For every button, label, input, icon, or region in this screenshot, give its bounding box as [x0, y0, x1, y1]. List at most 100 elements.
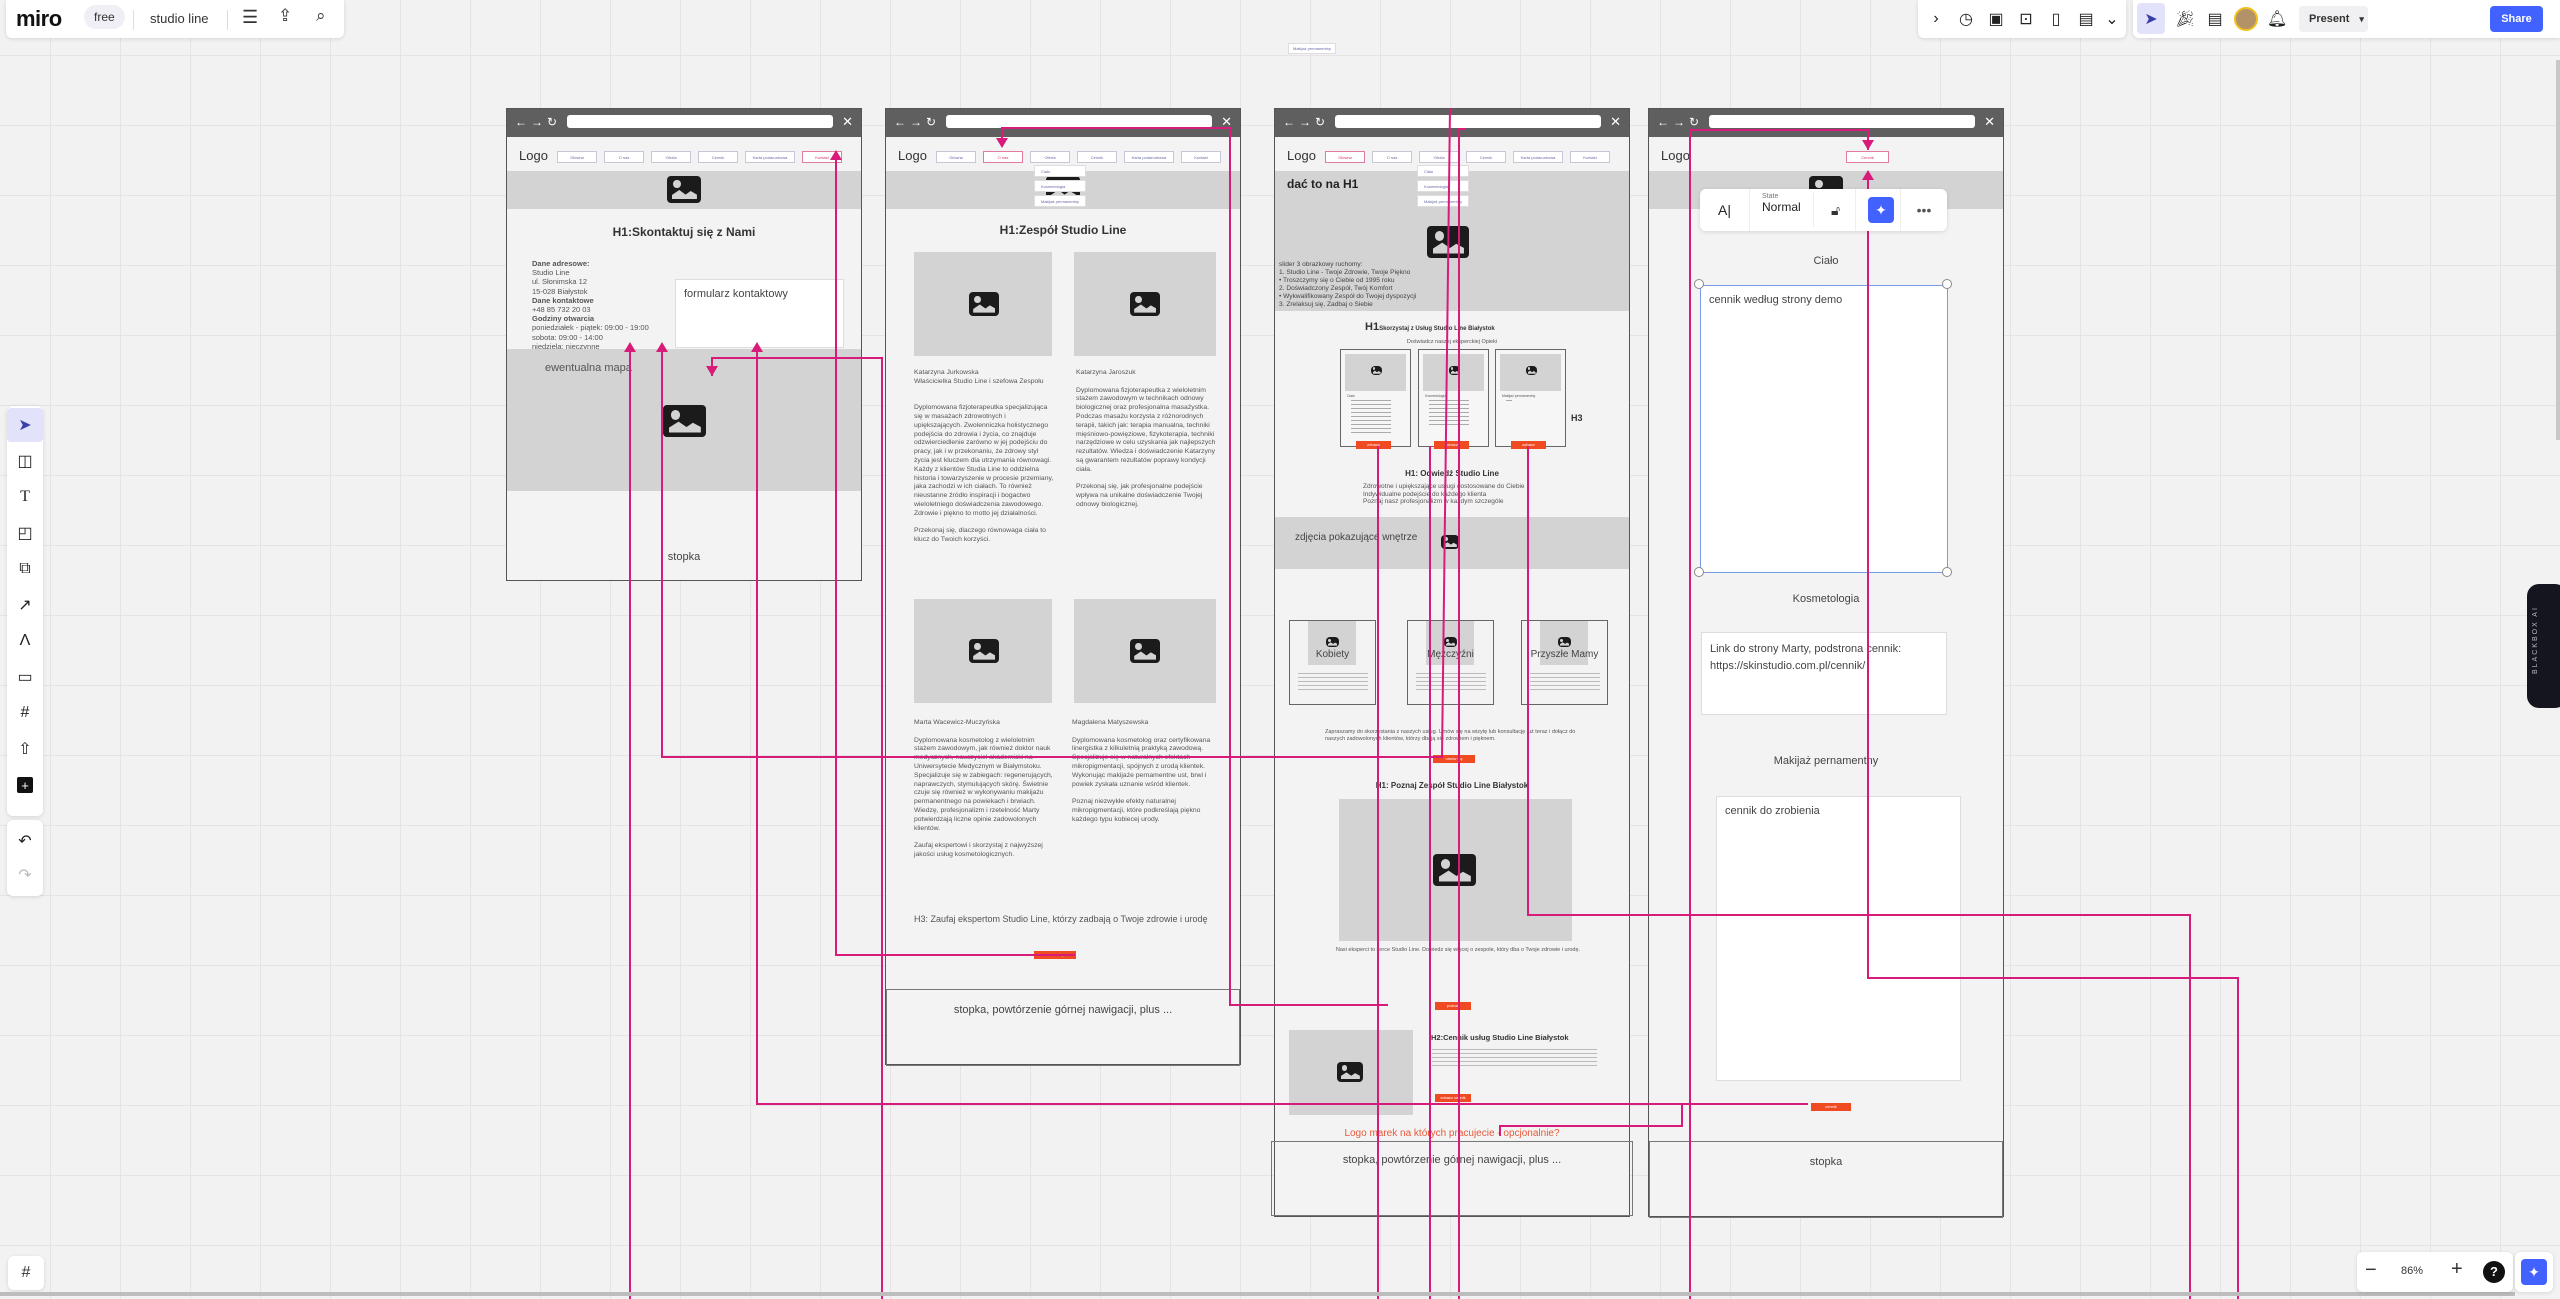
cursor-tool-icon[interactable]: ➤ — [2137, 3, 2165, 34]
chevron-down-icon[interactable]: ▾ — [2359, 13, 2364, 24]
focus-icon[interactable]: ⊡ — [2019, 11, 2033, 28]
submenu-item[interactable]: Ciało — [1034, 165, 1087, 177]
price-button[interactable]: cennik — [1811, 1103, 1851, 1111]
audience-card[interactable]: Kobiety — [1289, 620, 1376, 705]
service-card[interactable]: Ciało zobacz — [1340, 349, 1411, 449]
connector-arrow-icon[interactable]: ↗ — [18, 597, 32, 614]
export-icon[interactable]: ⇪ — [278, 6, 293, 25]
nav-button[interactable]: Kontakt — [1570, 151, 1610, 163]
zoom-in-icon[interactable]: + — [2451, 1258, 2463, 1280]
audience-card[interactable]: Mężczyźni — [1407, 620, 1494, 705]
nav-button[interactable]: Oferta — [651, 151, 691, 163]
card-button[interactable]: zobacz — [1356, 441, 1391, 449]
nav-button[interactable]: Cennik — [698, 151, 738, 163]
nav-button[interactable]: Główna — [936, 151, 976, 163]
blackbox-ai-tab[interactable]: BLACKBOX AI — [2527, 584, 2560, 708]
vote-icon[interactable]: ▯ — [2051, 11, 2061, 28]
submenu-item[interactable]: Makijaż permanentny — [1034, 195, 1087, 207]
team-button[interactable]: poznaj — [1435, 1002, 1471, 1010]
book-button[interactable]: umów się — [1433, 755, 1475, 763]
resize-handle[interactable] — [1942, 567, 1952, 577]
nav-button[interactable]: Kontakt — [802, 151, 842, 163]
submenu-item[interactable]: Kosmetologia — [1034, 180, 1087, 192]
upload-icon[interactable]: ⇧ — [18, 741, 32, 758]
service-card[interactable]: Kosmetologia zobacz — [1418, 349, 1489, 449]
horizontal-scrollbar[interactable] — [0, 1292, 2515, 1296]
audience-card[interactable]: Przyszłe Mamy — [1521, 620, 1608, 705]
text-format-icon[interactable]: A| — [1700, 189, 1750, 231]
service-card[interactable]: Makijaż pernamentny zobacz — [1495, 349, 1566, 449]
celebrate-icon[interactable]: 🎉︎ — [2174, 11, 2196, 28]
pen-icon[interactable]: Λ — [19, 632, 31, 649]
avatar[interactable] — [2234, 7, 2258, 31]
frame-tool-icon[interactable]: # — [20, 704, 30, 721]
contact-form-placeholder[interactable]: formularz kontaktowy — [675, 279, 844, 348]
card-icon[interactable]: ▣ — [1988, 11, 2004, 28]
nav-button[interactable]: Główna — [1325, 151, 1365, 163]
resize-handle[interactable] — [1694, 567, 1704, 577]
nav-cennik[interactable]: Cennik — [1846, 151, 1889, 163]
search-icon[interactable]: ⌕ — [316, 6, 326, 25]
timer-icon[interactable]: ◷ — [1959, 11, 1973, 28]
resize-handle[interactable] — [1942, 279, 1952, 289]
text-tool-icon[interactable]: T — [20, 488, 30, 505]
comments-icon[interactable]: ▤ — [2207, 11, 2223, 28]
nav-button[interactable]: O nas — [983, 151, 1023, 163]
submenu-item[interactable]: Ciało — [1417, 165, 1470, 177]
plan-badge[interactable]: free — [84, 5, 125, 29]
submenu-item[interactable]: Makijaż permanentny — [1417, 195, 1470, 207]
more-icon[interactable]: ••• — [1900, 189, 1947, 231]
pricing-note[interactable]: cennik do zrobienia — [1716, 796, 1961, 1081]
miro-logo[interactable]: miro — [16, 6, 62, 31]
expand-icon[interactable]: › — [1933, 10, 1939, 27]
price-list-button[interactable]: zobacz cennik — [1435, 1094, 1471, 1102]
submenu-item[interactable]: Kosmetologia — [1417, 180, 1470, 192]
present-button[interactable]: Present▾ — [2299, 6, 2368, 32]
share-button[interactable]: Share — [2490, 6, 2543, 32]
undo-icon[interactable]: ↶ — [18, 833, 32, 850]
nav-button[interactable]: Oferta — [1419, 151, 1459, 163]
notes-icon[interactable]: ▤ — [2078, 11, 2094, 28]
shapes-icon[interactable]: ⧉ — [19, 560, 31, 577]
book-button[interactable]: umów się — [1034, 951, 1076, 959]
comment-icon[interactable]: ▭ — [17, 669, 33, 686]
pricing-note-selected[interactable]: cennik według strony demo — [1700, 285, 1948, 573]
resize-handle[interactable] — [1694, 279, 1704, 289]
nav-button[interactable]: Oferta — [1030, 151, 1070, 163]
frames-panel-icon[interactable]: # — [8, 1256, 44, 1290]
more-apps-icon[interactable]: + — [7, 768, 43, 802]
floating-sticky-label[interactable]: Makijaż permanentny — [1288, 43, 1337, 54]
zoom-out-icon[interactable]: − — [2365, 1259, 2377, 1281]
nav-button[interactable]: Kontakt — [1181, 151, 1221, 163]
vertical-scrollbar[interactable] — [2556, 60, 2560, 440]
card-button[interactable]: zobacz — [1434, 441, 1469, 449]
ai-sparkle-icon[interactable]: ✦ — [1868, 197, 1894, 223]
redo-icon[interactable]: ↷ — [18, 867, 32, 884]
select-tool-icon[interactable]: ➤ — [7, 408, 43, 442]
nav-button[interactable]: Cennik — [1077, 151, 1117, 163]
wireframe-pricing[interactable]: ←→↻✕ Logo Cennik Ciało cennik według str… — [1648, 108, 2004, 1218]
zoom-level[interactable]: 86% — [2401, 1265, 2424, 1277]
more-tools-icon[interactable]: ⌄ — [2105, 11, 2119, 28]
menu-icon[interactable]: ☰ — [242, 7, 259, 27]
nav-button[interactable]: Karta podarunkowa — [745, 151, 795, 163]
nav-button[interactable]: O nas — [1372, 151, 1412, 163]
nav-button[interactable]: Karta podarunkowa — [1124, 151, 1174, 163]
help-icon[interactable]: ? — [2483, 1261, 2505, 1283]
nav-button[interactable]: O nas — [604, 151, 644, 163]
nav-button[interactable]: Karta podarunkowa — [1513, 151, 1563, 163]
pricing-note[interactable]: Link do strony Marty, podstrona cennik: … — [1701, 632, 1947, 715]
nav-button[interactable]: Główna — [557, 151, 597, 163]
card-button[interactable]: zobacz — [1511, 441, 1546, 449]
ai-sparkle-icon[interactable]: ✦ — [2521, 1259, 2547, 1285]
bell-icon[interactable]: 🔔︎ — [2266, 11, 2288, 28]
templates-icon[interactable]: ◫ — [17, 453, 33, 470]
wireframe-home[interactable]: ←→↻✕ Logo dać to na H1 slider 3 obrazkow… — [1271, 108, 1633, 1217]
nav-button[interactable]: Cennik — [1466, 151, 1506, 163]
sticky-note-icon[interactable]: ◰ — [17, 525, 33, 542]
board-name[interactable]: studio line — [150, 11, 209, 26]
unlock-icon[interactable]: 🔓︎ — [1816, 189, 1856, 231]
